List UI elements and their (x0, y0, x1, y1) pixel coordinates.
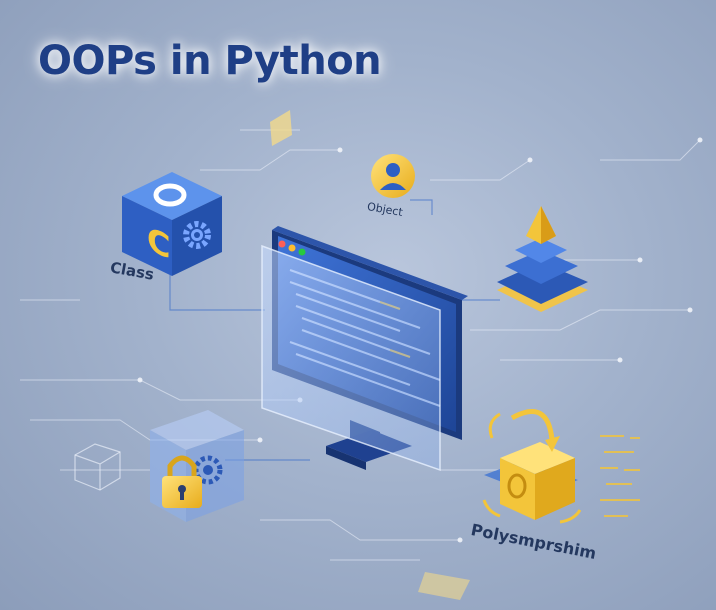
page-title: OOPs in Python (38, 38, 382, 84)
person-icon (371, 154, 415, 198)
cube-letter: C (147, 219, 170, 267)
outline-cube-icon (74, 443, 121, 491)
circuit-nodes (137, 137, 703, 543)
pyramid-layers-icon (497, 206, 588, 312)
code-dash-marks (600, 435, 640, 517)
padlock-icon (150, 410, 244, 522)
rotating-cube-icon (482, 409, 582, 524)
glass-panel (261, 244, 441, 472)
class-cube-icon: C (122, 172, 222, 276)
yellow-tile-icon (418, 572, 470, 600)
yellow-tile-icon (270, 110, 292, 146)
gear-icon (183, 221, 211, 249)
